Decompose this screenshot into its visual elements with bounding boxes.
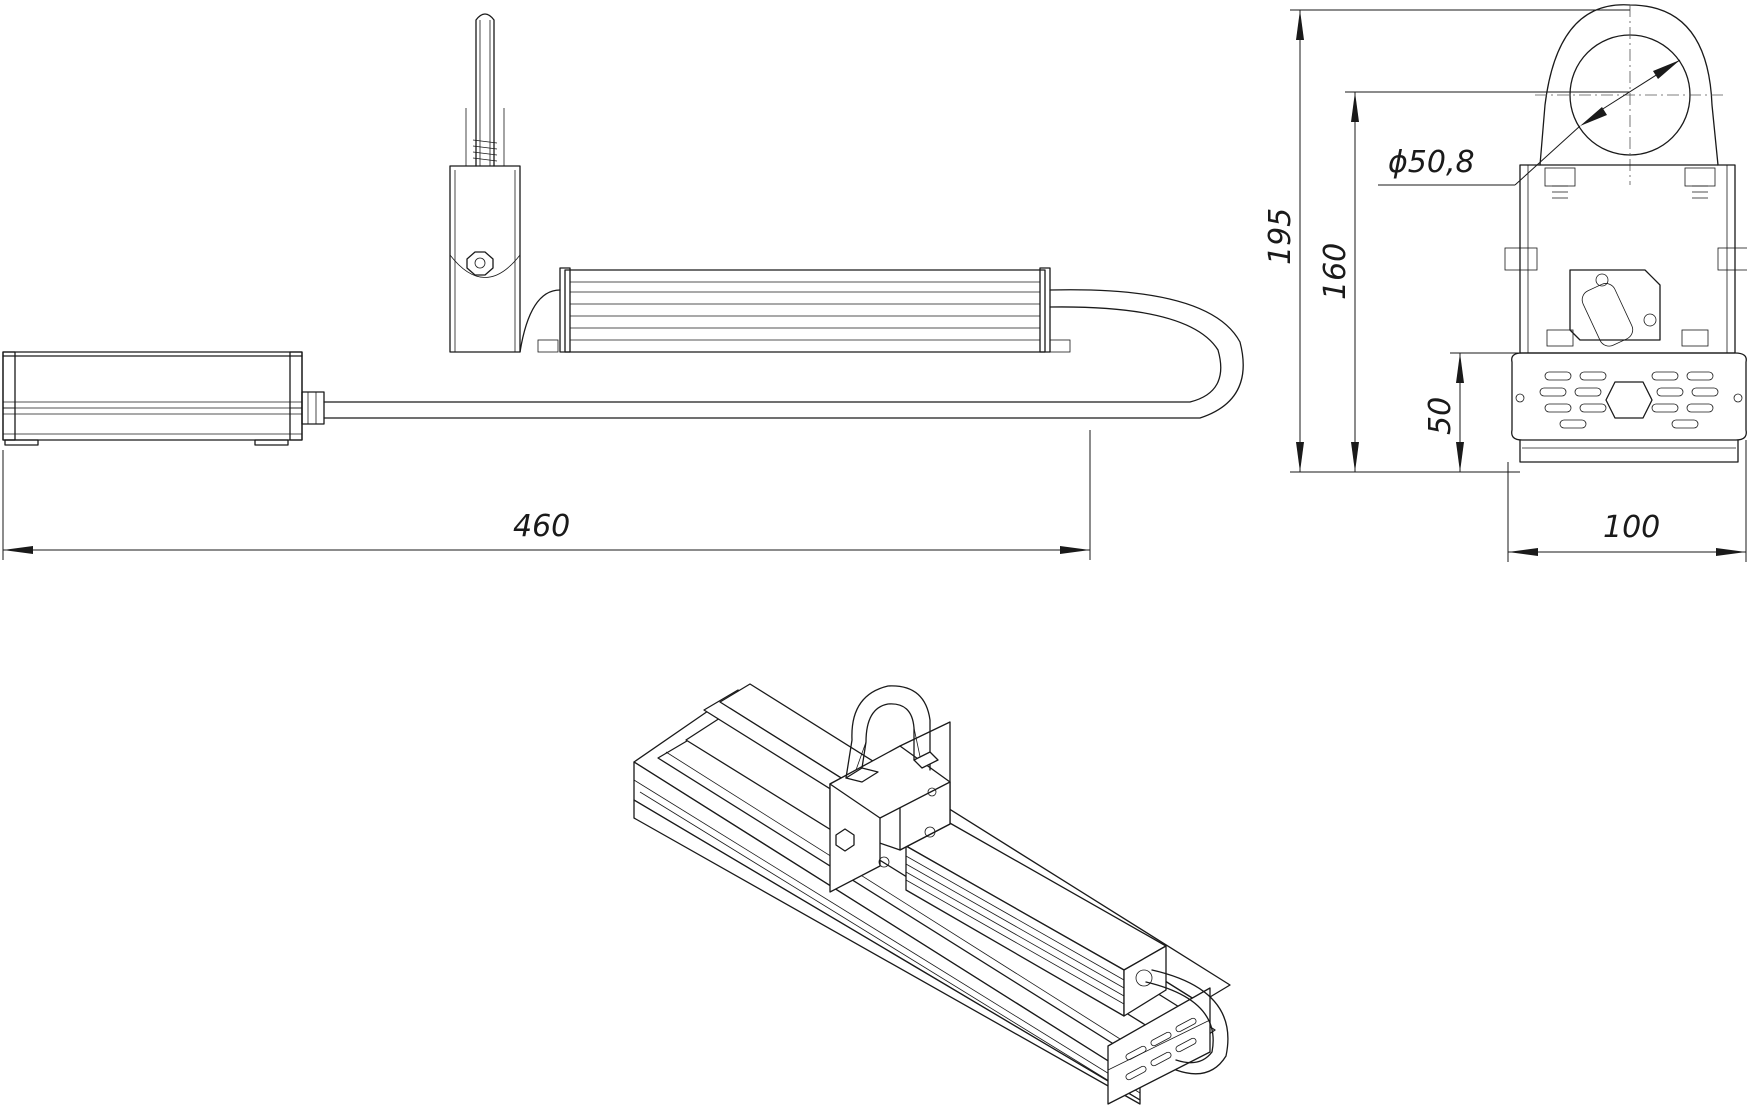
dim-label-100: 100 [1603, 510, 1660, 545]
dim-label-50: 50 [1423, 397, 1458, 435]
dim-label-diameter: ϕ50,8 [1388, 145, 1475, 180]
dimension-460: 460 [2, 430, 1091, 560]
dimension-50: 50 [1423, 352, 1520, 472]
dimension-100: 100 [1507, 440, 1747, 562]
front-view [2, 13, 1244, 446]
isometric-view [633, 683, 1231, 1105]
side-view [1504, 4, 1747, 463]
dim-label-160: 160 [1318, 243, 1353, 300]
dim-label-195: 195 [1263, 208, 1298, 265]
dimension-diameter: ϕ50,8 [1378, 59, 1681, 186]
dim-label-460: 460 [513, 509, 570, 544]
dimension-195: 195 [1263, 9, 1630, 473]
dimension-160: 160 [1318, 91, 1630, 472]
